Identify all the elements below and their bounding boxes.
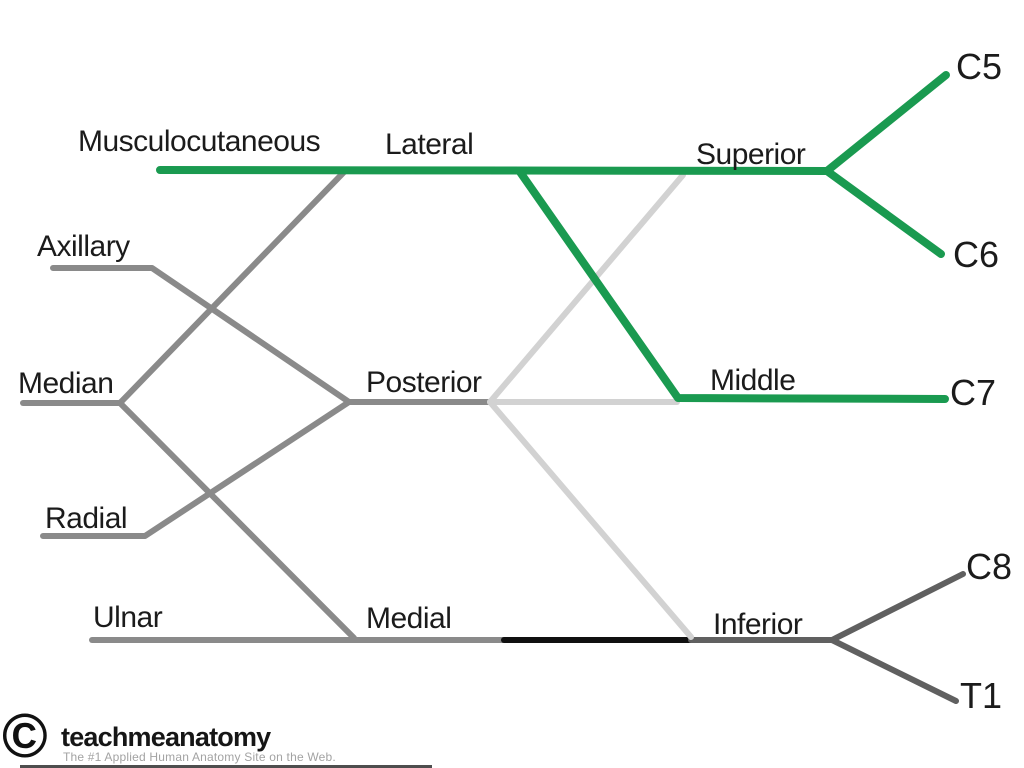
t1-root-line (829, 637, 959, 704)
label-lateral-cord: Lateral (385, 128, 474, 161)
label-medial-cord: Medial (366, 602, 452, 635)
c8-root-line (829, 571, 966, 643)
label-radial: Radial (45, 502, 128, 535)
label-root-c7: C7 (950, 372, 997, 413)
musculocutaneous-lateral-superior-line (156, 166, 831, 175)
label-root-c8: C8 (966, 546, 1013, 587)
label-middle-trunk: Middle (710, 364, 796, 397)
c5-root-line (823, 71, 950, 175)
label-ulnar: Ulnar (93, 601, 163, 634)
label-musculocutaneous: Musculocutaneous (78, 125, 321, 158)
label-root-c6: C6 (953, 234, 1000, 275)
label-posterior-cord: Posterior (366, 366, 482, 399)
posterior-division-inferior-trunk-line (487, 399, 694, 640)
axillary-nerve-line (50, 265, 352, 405)
radial-nerve-line (40, 399, 352, 539)
medial-root-of-median-line (117, 400, 357, 641)
lateral-to-middle-to-c7-line (516, 168, 949, 403)
lateral-root-of-median-line (117, 168, 348, 406)
label-inferior-trunk: Inferior (713, 608, 803, 641)
brand-tagline: The #1 Applied Human Anatomy Site on the… (63, 750, 336, 764)
label-superior-trunk: Superior (696, 138, 806, 171)
copyright-icon: © (2, 702, 48, 768)
label-root-t1: T1 (960, 675, 1003, 716)
bottom-edge-strip (20, 765, 432, 768)
label-axillary: Axillary (37, 230, 130, 263)
posterior-division-superior-trunk-line (487, 172, 686, 405)
label-root-c5: C5 (956, 46, 1003, 87)
label-median: Median (18, 367, 114, 400)
brand-logo-text: teachmeanatomy (61, 722, 271, 752)
c6-root-line (823, 167, 945, 258)
